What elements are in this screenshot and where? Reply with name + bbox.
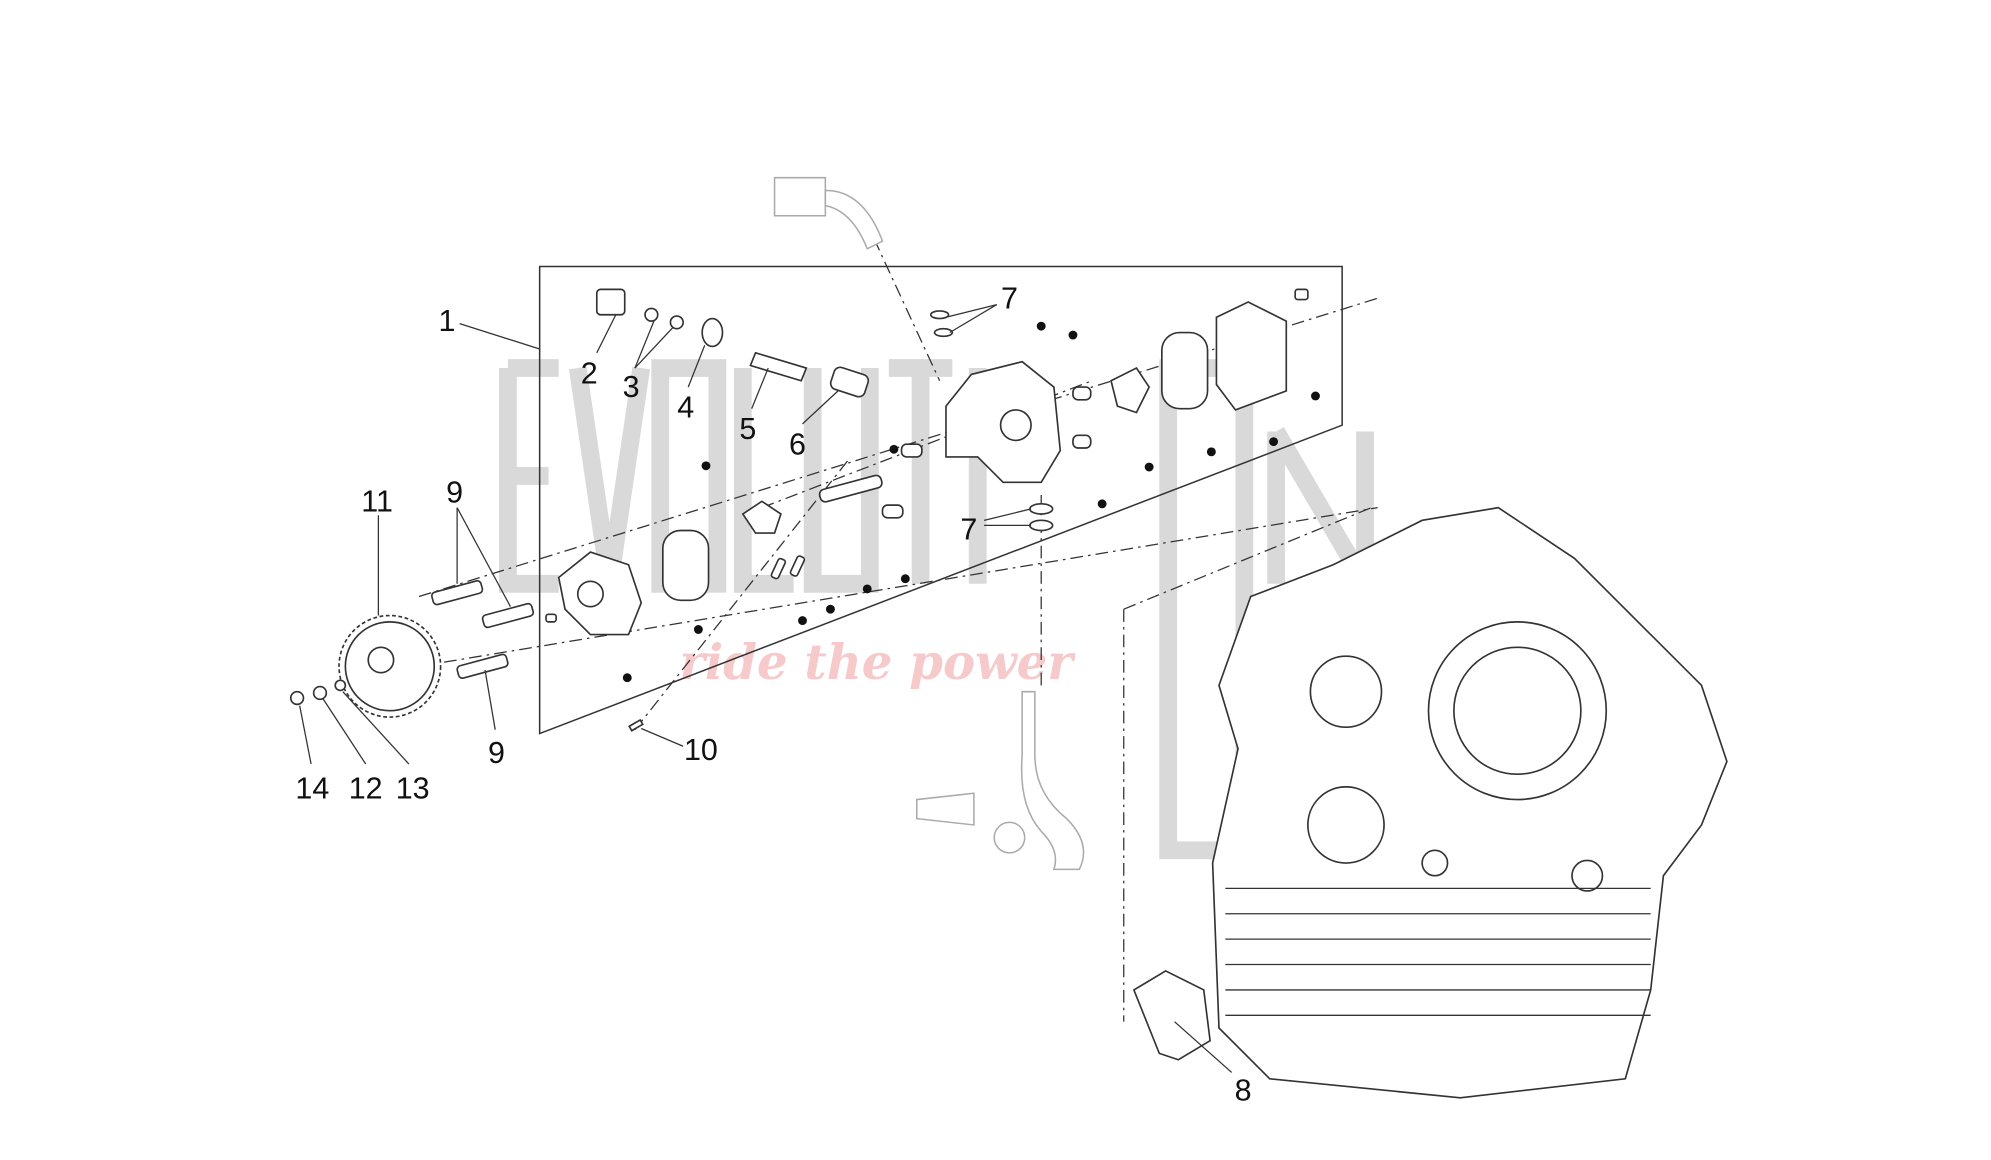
callout-5: 5	[739, 412, 756, 446]
shaft	[818, 474, 883, 503]
callout-4: 4	[677, 391, 694, 425]
part-5-spring	[749, 351, 808, 382]
part-4-oring	[701, 317, 724, 348]
leader-lines	[299, 303, 1233, 1073]
pump-cover	[1215, 301, 1288, 411]
callout-labels: 1 2 3 4 5 6 7 7 8 9 9 10 11 12 13 14	[295, 281, 1251, 1107]
assembly-outline	[538, 265, 1343, 735]
callout-7-bottom: 7	[960, 512, 977, 546]
callout-6: 6	[789, 427, 806, 461]
callout-11: 11	[361, 484, 393, 518]
callout-1: 1	[438, 304, 455, 338]
callout-13: 13	[396, 771, 430, 805]
bolt-9a	[430, 580, 484, 606]
part-10-pin	[628, 718, 644, 732]
callout-2: 2	[581, 356, 598, 390]
callout-9-top: 9	[446, 476, 463, 510]
part-6-valve	[829, 366, 870, 398]
watermark-tagline: ride the power	[680, 635, 1077, 691]
part-14-nut	[289, 690, 305, 706]
part-2-plug	[595, 288, 626, 316]
rotor-outer	[1161, 331, 1209, 410]
part-8-cover	[1132, 969, 1211, 1061]
callout-8: 8	[1235, 1073, 1252, 1107]
part-12-washer	[312, 685, 328, 701]
rotor-left	[661, 529, 710, 602]
part-13-washer	[334, 679, 347, 692]
bolt-9b	[456, 653, 509, 679]
ghost-oil-pipes	[773, 176, 1085, 871]
callout-7-top: 7	[1001, 281, 1018, 315]
part-3-washer	[644, 307, 659, 322]
parts	[289, 288, 1309, 1061]
callout-9-bottom: 9	[488, 736, 505, 770]
rotor-inner	[1110, 366, 1151, 414]
callout-14: 14	[295, 771, 329, 805]
callout-3: 3	[623, 370, 640, 404]
callout-10: 10	[684, 733, 718, 767]
crankcase	[1211, 506, 1728, 1099]
reference-dots	[622, 321, 1320, 683]
callout-12: 12	[349, 771, 383, 805]
